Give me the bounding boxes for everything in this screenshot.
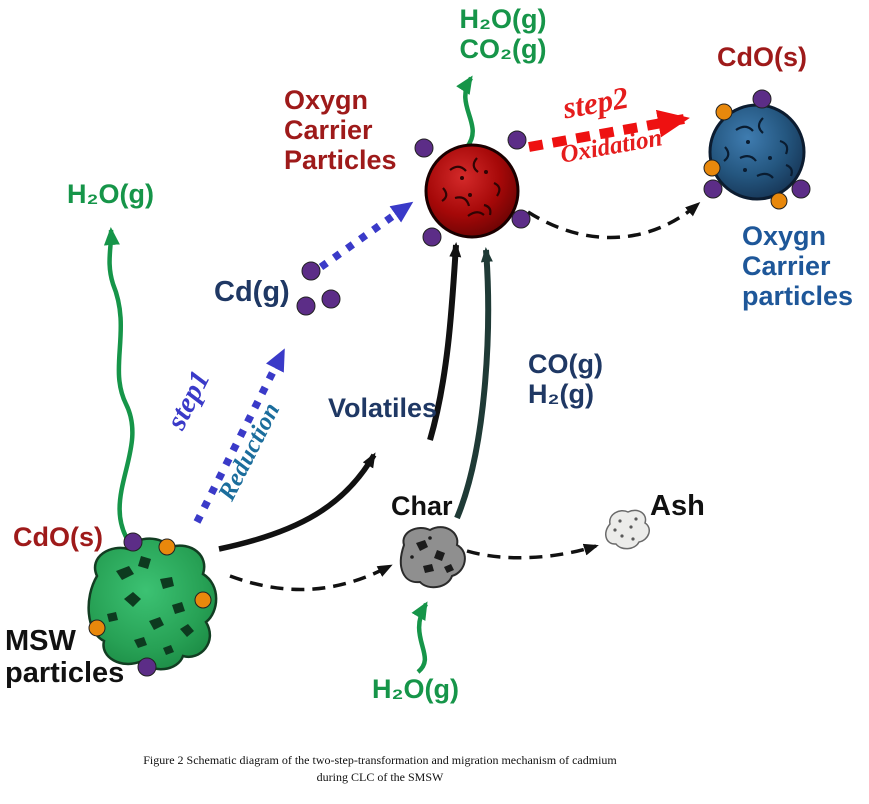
ash-blob-body (605, 509, 650, 550)
ash-blob-speckles (613, 517, 638, 541)
ash-label: Ash (650, 490, 705, 522)
blue-sphere-speckles (723, 117, 793, 179)
h2o-top-label: H₂O(g) (459, 4, 547, 34)
volatiles-label: Volatiles (328, 393, 438, 423)
ash-particle-blob (605, 509, 650, 550)
step1-reduction-arrow-segment-2 (318, 200, 414, 271)
msw-to-char-dashed-arrow (229, 564, 393, 592)
cdo-left-label: CdO(s) (13, 522, 103, 552)
sorbent-dot (770, 192, 788, 210)
red-sphere-speckles (441, 157, 501, 217)
h2-gas-label: H₂(g) (528, 379, 594, 410)
cadmium-dot (123, 532, 143, 552)
cadmium-dot (507, 130, 527, 150)
caption-line-2: during CLC of the SMSW (316, 770, 444, 784)
carrier-to-carrier-dashed-arrow (527, 202, 701, 240)
figure-caption: Figure 2 Schematic diagram of the two-st… (100, 752, 660, 786)
blue-sphere-dots (743, 140, 772, 172)
char-particle-blob (399, 526, 466, 589)
h2o-left-label: H₂O(g) (67, 179, 154, 209)
caption-line-1: Figure 2 Schematic diagram of the two-st… (143, 753, 617, 767)
cadmium-dot (422, 227, 442, 247)
h2o-bottom-label: H₂O(g) (372, 674, 459, 704)
cadmium-dot (511, 209, 531, 229)
blue-sphere-cadmium-dots (703, 89, 811, 210)
volatiles-to-carrier-arrow (427, 242, 462, 441)
char-blob-speckles (410, 536, 454, 573)
red-sphere-cadmium-dots (414, 130, 531, 247)
h2o-feed-arrow-bottom (411, 601, 428, 674)
sorbent-dot (703, 159, 721, 177)
char-to-ash-dashed-arrow (466, 543, 599, 560)
cadmium-dot (414, 138, 434, 158)
top-gas-labels: H₂O(g) CO₂(g) (438, 4, 568, 64)
cd-gas-dots (296, 261, 341, 316)
arrows (103, 75, 701, 674)
msw-cadmium-dots (88, 532, 212, 677)
oxygen-carrier-sphere-red (414, 130, 531, 247)
cdo-top-right-label: CdO(s) (717, 42, 807, 72)
step2-oxidation-arrow (528, 109, 690, 152)
sorbent-dot (715, 103, 733, 121)
msw-particle-blob (87, 532, 218, 677)
cd-gas-label: Cd(g) (214, 276, 290, 308)
cadmium-dot (321, 289, 341, 309)
msw-blob-speckles (107, 556, 194, 655)
cadmium-dot (301, 261, 321, 281)
oxygen-carrier-sphere-blue (703, 89, 811, 210)
syngas-label: CO(g) H₂(g) (528, 349, 603, 409)
cadmium-dot (296, 296, 316, 316)
sorbent-dot (88, 619, 106, 637)
red-sphere-dots (460, 170, 488, 197)
sorbent-dot (158, 538, 176, 556)
sorbent-dot (194, 591, 212, 609)
h2o-co2-release-arrow-top (456, 75, 475, 149)
char-label: Char (391, 491, 453, 521)
msw-label: MSW particles (5, 625, 125, 690)
oxygen-carrier-left-label: Oxygn Carrier Particles (284, 85, 397, 176)
red-sphere-body (424, 143, 520, 239)
char-to-carrier-arrow (454, 247, 493, 520)
oxygen-carrier-right-label: Oxygn Carrier particles (742, 221, 854, 312)
co2-top-label: CO₂(g) (459, 34, 547, 65)
co-gas-label: CO(g) (528, 349, 603, 379)
cadmium-dot (791, 179, 811, 199)
h2o-release-arrow-left (103, 227, 135, 550)
cadmium-dot (703, 179, 723, 199)
cadmium-dot (137, 657, 157, 677)
cadmium-dot (752, 89, 772, 109)
msw-to-volatiles-arrow (218, 452, 377, 552)
